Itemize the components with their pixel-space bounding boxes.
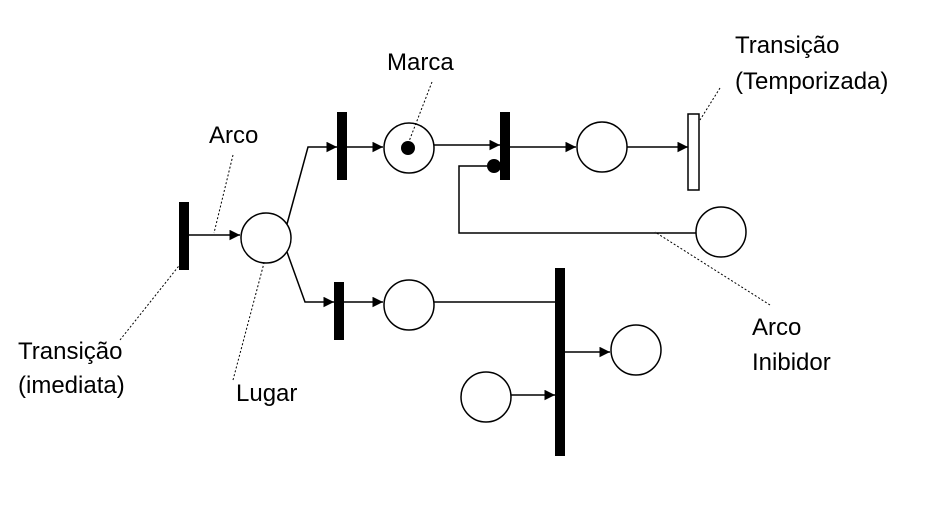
inhibitor-dot (487, 159, 501, 173)
label-arco: Arco (209, 122, 258, 149)
leader-transicao-imediata (119, 261, 183, 341)
leader-lugar (232, 262, 265, 381)
label-arco-inibidor-line1: Arco (752, 314, 801, 341)
place-inhibitor-source (695, 206, 747, 258)
token (401, 141, 415, 155)
label-marca: Marca (387, 49, 454, 76)
transition-immediate-join (555, 268, 565, 456)
transition-immediate-start (179, 202, 189, 270)
place-output (610, 324, 662, 376)
leader-lines (119, 81, 771, 381)
place-upper-right (576, 121, 628, 173)
leader-arco (213, 154, 234, 234)
place-input-bottom (460, 371, 512, 423)
arc-lugar-to-lower (286, 251, 334, 308)
place-lower (383, 279, 435, 331)
label-transicao-imediata-line1: Transição (18, 338, 122, 365)
arc-lugar-to-upper (286, 141, 337, 225)
arcs (189, 139, 696, 401)
label-transicao-temporizada-line1: Transição (735, 32, 839, 59)
leader-transicao-temporizada (699, 87, 721, 121)
leader-marca (407, 81, 433, 145)
arc-inhibitor (458, 165, 696, 234)
transition-immediate-lower (334, 282, 344, 340)
label-transicao-imediata-line2: (imediata) (18, 372, 125, 399)
transition-immediate-upper (337, 112, 347, 180)
label-transicao-temporizada-line2: (Temporizada) (735, 68, 888, 95)
label-arco-inibidor-line2: Inibidor (752, 349, 831, 376)
transition-immediate-middle (500, 112, 510, 180)
transition-timed (687, 113, 700, 191)
leader-arco-inibidor (654, 231, 771, 306)
label-lugar: Lugar (236, 380, 297, 407)
place-lugar (240, 212, 292, 264)
